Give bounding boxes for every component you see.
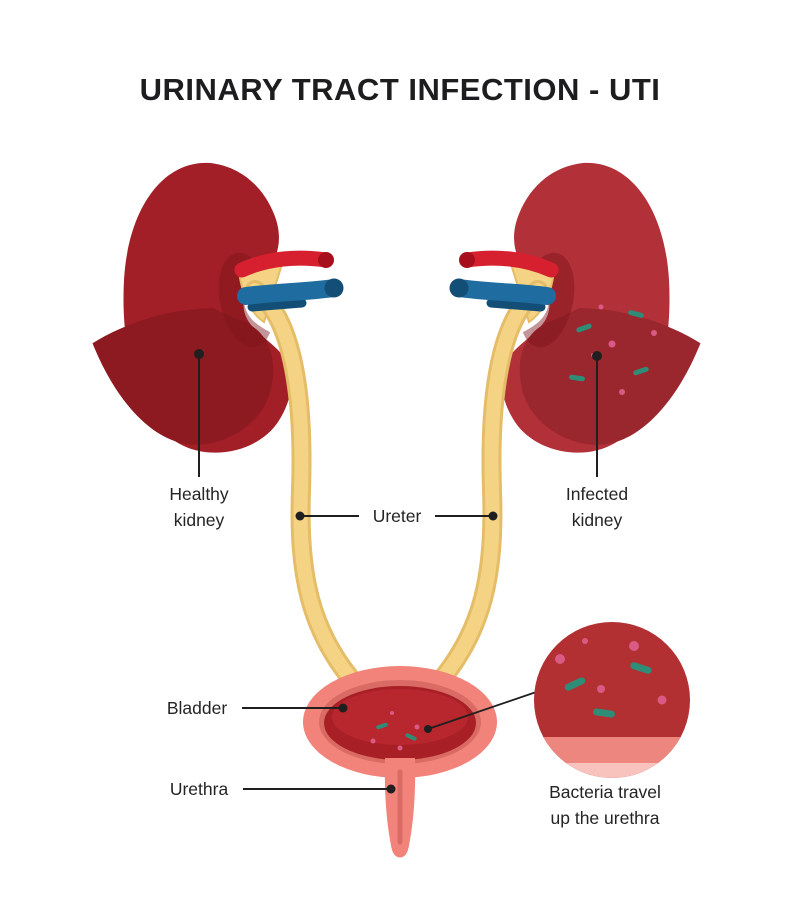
label-bladder: Bladder xyxy=(166,698,228,718)
bacterium-rod xyxy=(628,310,644,318)
bacterium-dot xyxy=(597,685,605,693)
right-ureter xyxy=(428,283,545,694)
bacterium-rod xyxy=(564,677,586,691)
bacterium-rod xyxy=(576,323,592,333)
bacterium-rod xyxy=(630,662,652,674)
bacterium-rod xyxy=(633,366,649,376)
healthy-kidney xyxy=(43,162,368,697)
bacterium-dot xyxy=(608,340,616,348)
label-ureter: Ureter xyxy=(372,506,422,526)
anchor-dot-ureter-left xyxy=(295,511,305,521)
bacterium-dot xyxy=(598,304,604,310)
bacteria-on-infected-kidney xyxy=(569,304,657,395)
bacterium-dot xyxy=(414,724,420,730)
left-ureter xyxy=(248,283,365,694)
bacterium-dot xyxy=(390,711,394,715)
bacterium-dot xyxy=(370,738,376,744)
bacterium-dot xyxy=(629,641,639,651)
renal-artery xyxy=(459,250,559,278)
anchor-dot-ureter-right xyxy=(488,511,498,521)
inset-magnified-view xyxy=(534,622,690,778)
urethra xyxy=(384,758,416,858)
renal-artery xyxy=(234,250,334,278)
kidney-shade xyxy=(43,308,293,470)
bacterium-rod xyxy=(405,733,417,741)
bacterium-dot xyxy=(582,638,588,644)
anchor-dot-infected-kidney xyxy=(592,351,602,361)
bladder-interior-highlight xyxy=(332,689,468,745)
bacteria-in-inset xyxy=(555,638,667,718)
infected-kidney xyxy=(425,162,750,697)
page-title: URINARY TRACT INFECTION - UTI xyxy=(139,72,661,107)
bladder xyxy=(303,666,497,778)
kidney-shade xyxy=(500,308,750,470)
bacteria-in-bladder xyxy=(370,711,420,751)
label-infected-kidney: Infected kidney xyxy=(565,484,629,530)
bacterium-rod xyxy=(569,374,585,382)
renal-vein-branch xyxy=(247,298,307,312)
vein-cut-tip xyxy=(449,278,469,298)
vein-cut-tip xyxy=(324,278,344,298)
artery-cut-tip xyxy=(459,252,475,268)
bacterium-dot xyxy=(651,330,657,336)
leader-inset xyxy=(427,688,546,730)
leader-lines xyxy=(194,349,602,794)
inset-wall-band xyxy=(534,737,690,763)
label-bacteria-note: Bacteria travel up the urethra xyxy=(549,782,661,828)
renal-vein-branch xyxy=(486,298,546,312)
renal-vein xyxy=(237,279,343,305)
label-healthy-kidney: Healthy kidney xyxy=(169,484,229,530)
renal-vein xyxy=(450,279,556,305)
bacterium-rod xyxy=(376,722,388,730)
bacterium-dot xyxy=(555,654,565,664)
bacterium-rod xyxy=(593,708,615,718)
bacterium-dot xyxy=(619,389,625,395)
anchor-dot-healthy-kidney xyxy=(194,349,204,359)
bacterium-dot xyxy=(397,745,403,751)
label-urethra: Urethra xyxy=(169,779,229,799)
bacterium-dot xyxy=(657,695,667,705)
artery-cut-tip xyxy=(318,252,334,268)
